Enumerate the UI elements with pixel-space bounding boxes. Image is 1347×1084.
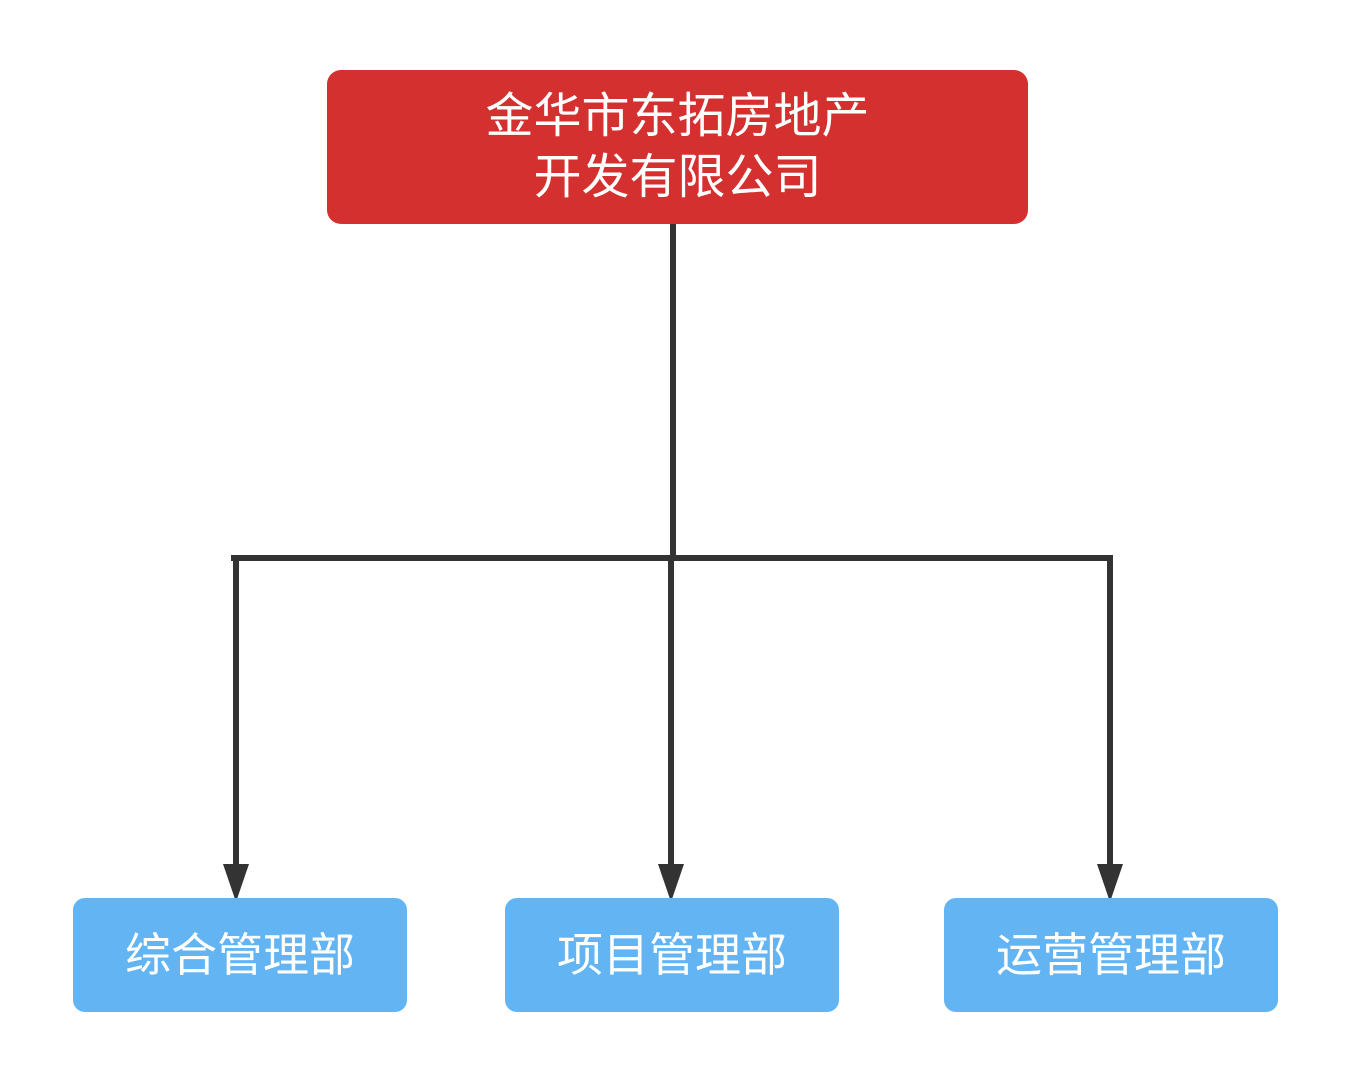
org-node-dept-3-label: 运营管理部 [996, 928, 1226, 981]
org-node-dept-2[interactable]: 项目管理部 [505, 898, 839, 1012]
org-node-dept-2-label: 项目管理部 [557, 928, 787, 981]
org-node-dept-3[interactable]: 运营管理部 [944, 898, 1278, 1012]
arrowhead-dept-2 [658, 864, 684, 902]
org-node-dept-1[interactable]: 综合管理部 [73, 898, 407, 1012]
arrowhead-dept-3 [1097, 864, 1123, 902]
org-node-dept-1-label: 综合管理部 [125, 928, 355, 981]
org-node-root[interactable]: 金华市东拓房地产 开发有限公司 [327, 70, 1028, 224]
arrowhead-dept-1 [223, 864, 249, 902]
org-node-root-label: 金华市东拓房地产 开发有限公司 [485, 89, 870, 204]
